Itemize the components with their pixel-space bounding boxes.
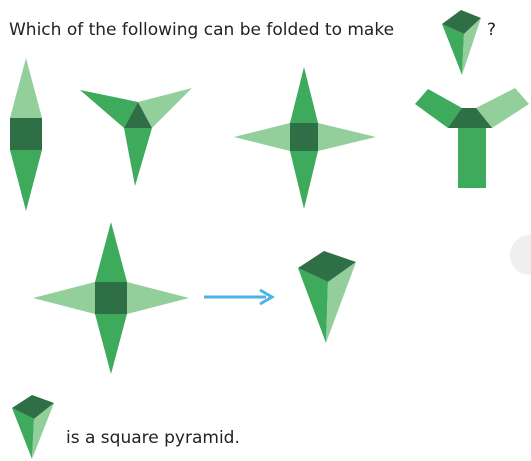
- net-option-b[interactable]: [80, 86, 195, 190]
- caption-text: is a square pyramid.: [66, 428, 240, 448]
- question-text: Which of the following can be folded to …: [9, 20, 395, 40]
- question-mark: ?: [487, 20, 497, 40]
- fold-arrow-icon: [204, 288, 275, 306]
- background-circle: [510, 235, 531, 275]
- net-option-c[interactable]: [234, 67, 378, 211]
- example-net: [33, 222, 189, 374]
- net-option-d[interactable]: [414, 86, 530, 190]
- net-option-a[interactable]: [8, 58, 48, 213]
- square-pyramid-icon: [442, 10, 481, 75]
- square-pyramid-result: [298, 251, 356, 343]
- square-pyramid-caption-icon: [12, 395, 54, 459]
